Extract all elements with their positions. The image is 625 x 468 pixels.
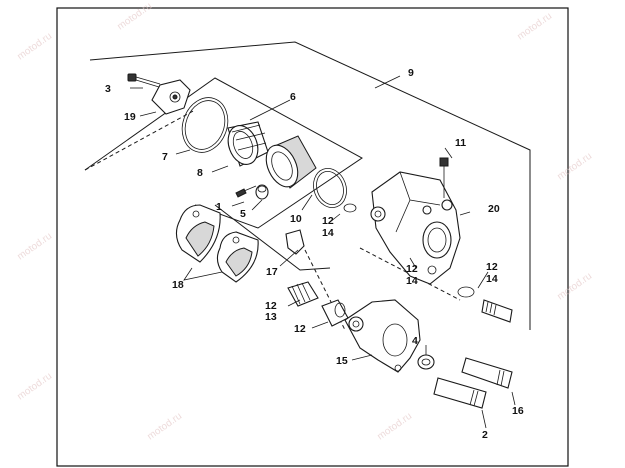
callout-label-3: 3	[105, 83, 111, 95]
assembly-dashed-line	[304, 249, 346, 331]
bleeder-screw-part-1	[235, 185, 257, 198]
callout-labels: 3 19 7 8 6 9 1 5 10 11 12 14 20 12 14 12…	[105, 67, 524, 441]
callout-label-14-upper: 14	[322, 227, 334, 239]
o-ring-right	[457, 286, 475, 298]
assembly-line	[214, 204, 331, 271]
mounting-bracket-part-15	[344, 299, 421, 373]
callout-label-8: 8	[197, 167, 203, 179]
callout-label-12-right: 12	[486, 261, 498, 273]
piston-seal-ring-inner	[316, 171, 344, 205]
callout-label-15: 15	[336, 355, 348, 367]
washer-part-4	[417, 354, 435, 370]
callout-label-12-bushing: 12	[265, 300, 277, 312]
watermark-text: motod.ru	[15, 31, 54, 63]
callout-label-11: 11	[455, 137, 466, 149]
callout-label-14-middle: 14	[406, 275, 418, 287]
callout-label-20: 20	[488, 203, 500, 215]
watermark-text: motod.ru	[15, 231, 54, 263]
watermark-text: motod.ru	[15, 371, 54, 403]
callout-label-12-sleeve: 12	[294, 323, 306, 335]
diagram-border	[56, 7, 569, 467]
piston-part-10	[265, 135, 317, 189]
callout-label-16: 17	[266, 266, 278, 278]
retaining-ring-part-7	[181, 97, 229, 153]
o-ring-small	[343, 203, 357, 213]
callout-label-10: 10	[290, 213, 302, 225]
bracket-plate-part-17	[151, 79, 191, 115]
callout-label-2: 2	[482, 429, 488, 441]
callout-label-6: 6	[290, 91, 296, 103]
callout-label-12-upper: 12	[322, 215, 334, 227]
leader-lines	[130, 75, 516, 429]
callout-label-13: 13	[265, 311, 277, 323]
callout-label-5: 5	[240, 208, 246, 220]
callout-label-1: 1	[216, 201, 222, 213]
callout-label-9: 9	[408, 67, 414, 79]
pin-part-19	[461, 357, 513, 389]
callout-label-4: 4	[412, 335, 418, 347]
bleeder-valve-part-11	[439, 157, 449, 198]
slide-pin-right	[481, 299, 513, 323]
callout-label-17: 19	[124, 111, 136, 123]
callout-label-19: 16	[512, 405, 524, 417]
callout-label-12-middle: 12	[406, 263, 418, 275]
bushing-part-13	[287, 281, 319, 307]
piston-seal-ring	[313, 168, 347, 208]
callout-label-7: 7	[162, 151, 168, 163]
caliper-body-part-20	[370, 171, 461, 285]
callout-label-18: 18	[172, 279, 184, 291]
callout-label-14-right: 14	[486, 273, 498, 285]
bleeder-cap-part-5	[255, 184, 269, 200]
retaining-ring-inner	[184, 100, 226, 150]
assembly-bracket-9	[89, 41, 531, 330]
dust-boot-part-8	[227, 121, 269, 167]
brake-pads-part-18	[175, 204, 259, 283]
bolt-part-3	[127, 73, 161, 88]
pad-spring-part-16	[285, 229, 305, 255]
bolt-part-2	[433, 377, 487, 409]
